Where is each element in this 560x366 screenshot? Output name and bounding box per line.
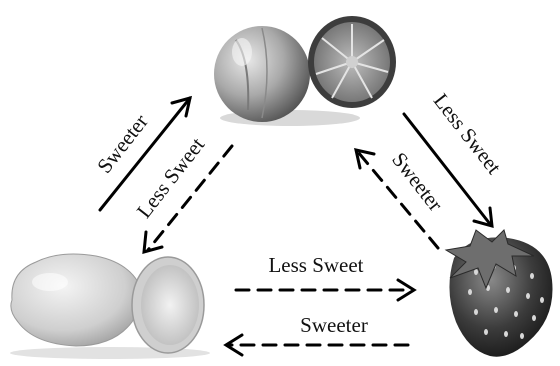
strawberry-icon (446, 230, 553, 357)
edge-label-lemon-to-strawberry: Less Sweet (268, 253, 363, 277)
edge-label-strawberry-to-lemon: Sweeter (300, 313, 368, 337)
edge-label-grapefruit-to-lemon: Less Sweet (132, 133, 210, 223)
edge-label-grapefruit-to-strawberry: Less Sweet (429, 89, 507, 179)
lemon-icon (10, 254, 210, 359)
arrow-less-sweet-lemon-to-strawberry (236, 280, 414, 300)
edge-label-lemon-to-grapefruit: Sweeter (92, 110, 153, 178)
grapefruit-icon (214, 16, 396, 126)
arrow-sweeter-strawberry-to-lemon (226, 335, 408, 355)
